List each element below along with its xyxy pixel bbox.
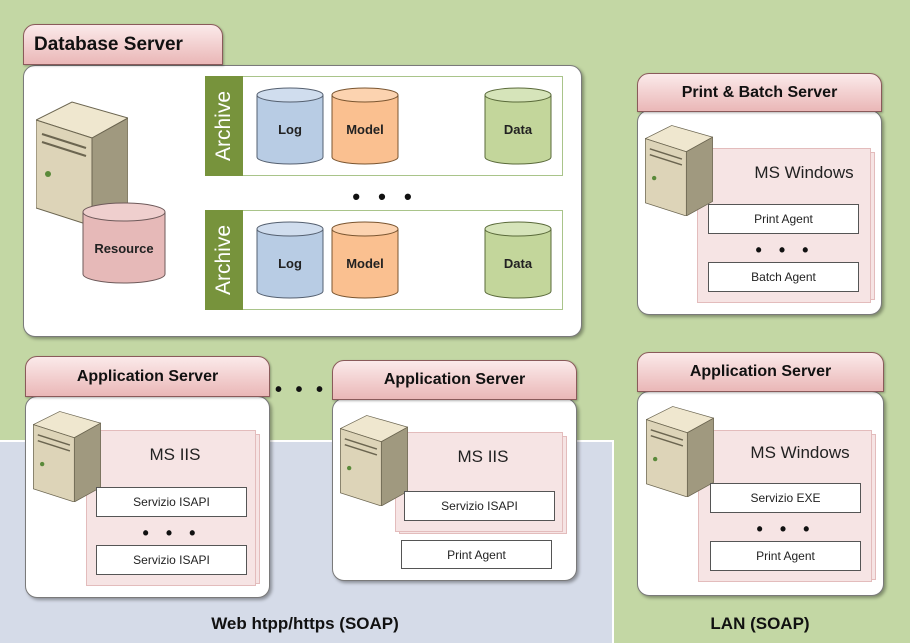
data-label-2: Data bbox=[503, 256, 533, 271]
log-label-2: Log bbox=[278, 256, 302, 271]
print-batch-ellipsis: • • • bbox=[755, 240, 815, 260]
model-database-icon-1: Model bbox=[331, 87, 399, 165]
archive-label-1: Archive bbox=[212, 90, 235, 162]
app-server-2-os-label: MS IIS bbox=[457, 447, 509, 466]
archive-ellipsis: • • • bbox=[352, 184, 418, 209]
resource-label: Resource bbox=[94, 241, 154, 256]
resource-database-icon: Resource bbox=[82, 202, 166, 284]
model-database-icon-2: Model bbox=[331, 221, 399, 299]
lan-soap-label: LAN (SOAP) bbox=[710, 614, 810, 633]
data-label-1: Data bbox=[503, 122, 533, 137]
print-agent-box-app3: Print Agent bbox=[710, 541, 861, 571]
model-label-2: Model bbox=[346, 256, 384, 271]
app-server-3-os-label: MS Windows bbox=[750, 443, 850, 462]
isapi-service-box-3: Servizio ISAPI bbox=[404, 491, 555, 521]
isapi-service-box-1: Servizio ISAPI bbox=[96, 487, 247, 517]
app-servers-ellipsis: • • • bbox=[274, 379, 328, 401]
data-database-icon-2: Data bbox=[484, 221, 552, 299]
app-server-3-title: Application Server bbox=[637, 352, 884, 392]
print-agent-box-app2: Print Agent bbox=[401, 540, 552, 569]
app-server-1-title: Application Server bbox=[25, 356, 270, 397]
log-database-icon-2: Log bbox=[256, 221, 324, 299]
app-server-2-title: Application Server bbox=[332, 360, 577, 400]
log-database-icon-1: Log bbox=[256, 87, 324, 165]
archive-label-1-bg bbox=[205, 76, 243, 176]
app-server-3-ellipsis: • • • bbox=[756, 519, 816, 539]
isapi-service-box-2: Servizio ISAPI bbox=[96, 545, 247, 575]
web-soap-label: Web htpp/https (SOAP) bbox=[211, 614, 399, 633]
archive-label-2-bg bbox=[205, 210, 243, 310]
print-batch-os-label: MS Windows bbox=[754, 163, 854, 182]
print-agent-box-pb: Print Agent bbox=[708, 204, 859, 234]
print-batch-server-title: Print & Batch Server bbox=[637, 73, 882, 112]
data-database-icon-1: Data bbox=[484, 87, 552, 165]
database-server-icon bbox=[36, 100, 128, 226]
log-label-1: Log bbox=[278, 122, 302, 137]
app-server-1-os-label: MS IIS bbox=[149, 445, 201, 464]
database-server-title: Database Server bbox=[23, 24, 223, 65]
app-server-3-icon bbox=[646, 405, 714, 497]
print-batch-server-icon bbox=[645, 124, 713, 216]
app-server-1-icon bbox=[33, 410, 101, 502]
app-server-1-ellipsis: • • • bbox=[142, 523, 202, 543]
model-label-1: Model bbox=[346, 122, 384, 137]
exe-service-box: Servizio EXE bbox=[710, 483, 861, 513]
app-server-2-icon bbox=[340, 414, 408, 506]
batch-agent-box: Batch Agent bbox=[708, 262, 859, 292]
archive-label-2: Archive bbox=[212, 224, 235, 296]
